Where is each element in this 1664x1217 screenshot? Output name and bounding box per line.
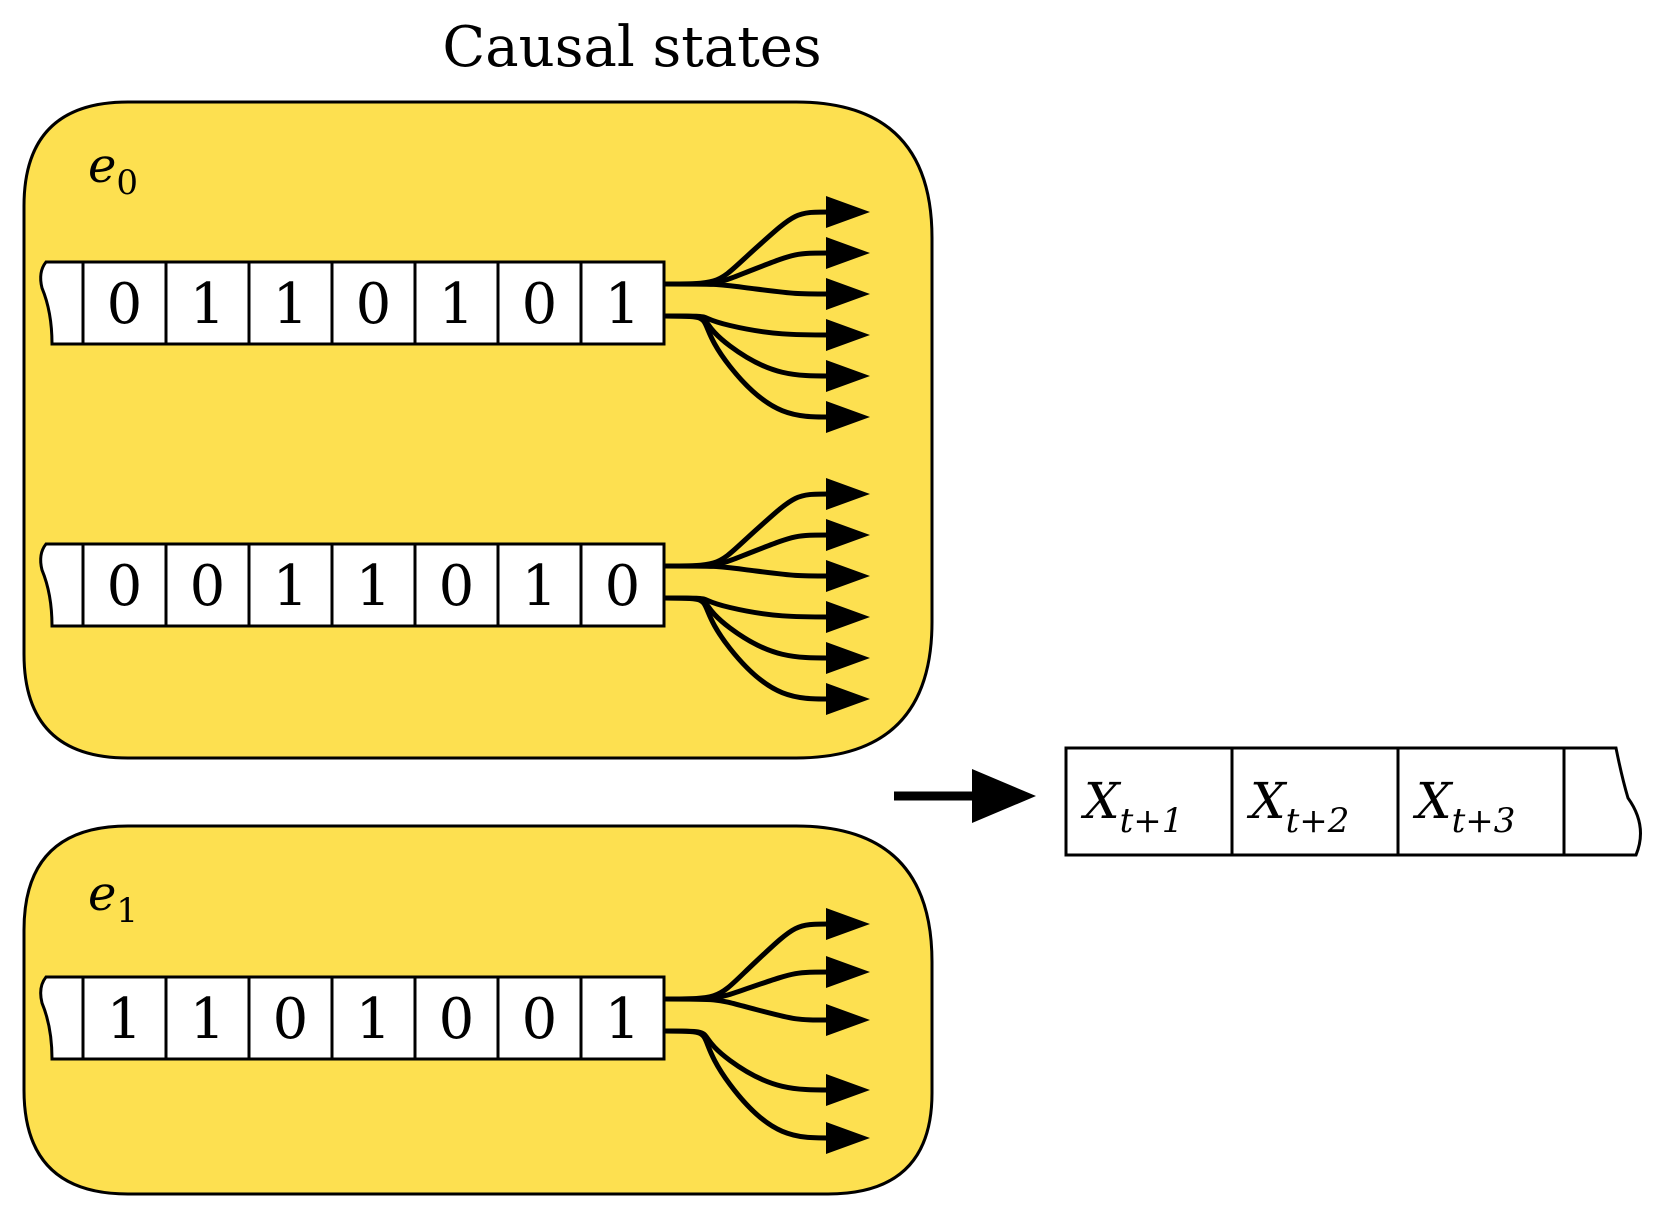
branch-line <box>663 996 831 1023</box>
tape-digit: 0 <box>356 272 392 337</box>
tape-cell <box>164 260 251 346</box>
future-cell <box>1230 746 1400 857</box>
tape-digit: 1 <box>190 272 226 337</box>
tape-digit: 0 <box>273 987 309 1052</box>
prediction-arrowhead <box>972 769 1036 823</box>
branch-line <box>663 281 831 297</box>
branch-arrowhead <box>826 278 870 310</box>
tape-digit: 1 <box>356 554 392 619</box>
future-tape-torn-end <box>1562 746 1642 857</box>
tape-cell <box>164 975 251 1061</box>
future-cell <box>1396 746 1566 857</box>
tape-cell <box>81 975 168 1061</box>
future-tape: Xt+1 Xt+2 Xt+3 <box>1064 746 1642 857</box>
prediction-arrow <box>894 769 1036 823</box>
state-e0-box <box>22 100 934 760</box>
tape-digit: 1 <box>107 987 143 1052</box>
future-variable: Xt+2 <box>1246 772 1349 841</box>
tape-cell <box>330 542 417 628</box>
tape-digit: 1 <box>439 272 475 337</box>
branch-arrowhead <box>826 1004 870 1036</box>
branch-arrowhead <box>826 196 870 228</box>
tape-digit: 1 <box>605 272 641 337</box>
tape-digit: 1 <box>273 272 309 337</box>
branch-arrowhead <box>826 560 870 592</box>
tape-digit: 1 <box>522 554 558 619</box>
branch-arrowhead <box>826 519 870 551</box>
tape-cell <box>164 542 251 628</box>
state-e1-label: e1 <box>88 866 138 931</box>
branch-line <box>663 313 831 420</box>
branch-line <box>663 1028 831 1141</box>
tape-cell <box>496 260 583 346</box>
branch-line <box>663 595 831 702</box>
tape-torn-end <box>39 542 83 628</box>
branch-arrowhead <box>826 1074 870 1106</box>
causal-state-e0: e0 <box>22 100 934 760</box>
branch-arrowhead <box>826 1122 870 1154</box>
tape-cell <box>247 542 334 628</box>
tape-cell <box>81 542 168 628</box>
tape-digit: 0 <box>439 987 475 1052</box>
tape-cell <box>413 542 500 628</box>
tape-digit: 1 <box>356 987 392 1052</box>
tape-cell <box>496 975 583 1061</box>
tape-digit: 0 <box>107 272 143 337</box>
tape-digit: 0 <box>605 554 641 619</box>
tape-cell <box>330 975 417 1061</box>
tape-cell <box>579 975 666 1061</box>
tape-cell <box>579 542 666 628</box>
future-variable: Xt+3 <box>1412 772 1515 841</box>
future-fans <box>663 196 870 1154</box>
tape-digit: 0 <box>439 554 475 619</box>
branch-arrowhead <box>826 956 870 988</box>
branch-arrowhead <box>826 601 870 633</box>
branch-arrowhead <box>826 237 870 269</box>
future-branches <box>663 908 870 1154</box>
diagram-title: Causal states <box>442 15 821 80</box>
state-e0-label: e0 <box>88 138 138 203</box>
branch-arrowhead <box>826 642 870 674</box>
future-branches <box>663 196 870 433</box>
tape-digit: 0 <box>522 987 558 1052</box>
branch-arrowhead <box>826 908 870 940</box>
tape-digit: 0 <box>107 554 143 619</box>
tape-torn-end <box>39 260 83 346</box>
future-variable: Xt+1 <box>1080 772 1183 841</box>
branch-arrowhead <box>826 401 870 433</box>
tape-digit: 0 <box>522 272 558 337</box>
tape-digit: 1 <box>605 987 641 1052</box>
future-cell <box>1064 746 1234 857</box>
tape-torn-end <box>39 975 83 1061</box>
tape-cell <box>413 975 500 1061</box>
branch-arrowhead <box>826 683 870 715</box>
future-branches <box>663 478 870 715</box>
tape-digit: 0 <box>190 554 226 619</box>
tape-cell <box>330 260 417 346</box>
branch-line <box>663 563 831 579</box>
tape-digit: 1 <box>273 554 309 619</box>
tape-cell <box>579 260 666 346</box>
tape-digit: 1 <box>190 987 226 1052</box>
branch-arrowhead <box>826 319 870 351</box>
branch-arrowhead <box>826 478 870 510</box>
branch-arrowhead <box>826 360 870 392</box>
tape-cell <box>247 260 334 346</box>
